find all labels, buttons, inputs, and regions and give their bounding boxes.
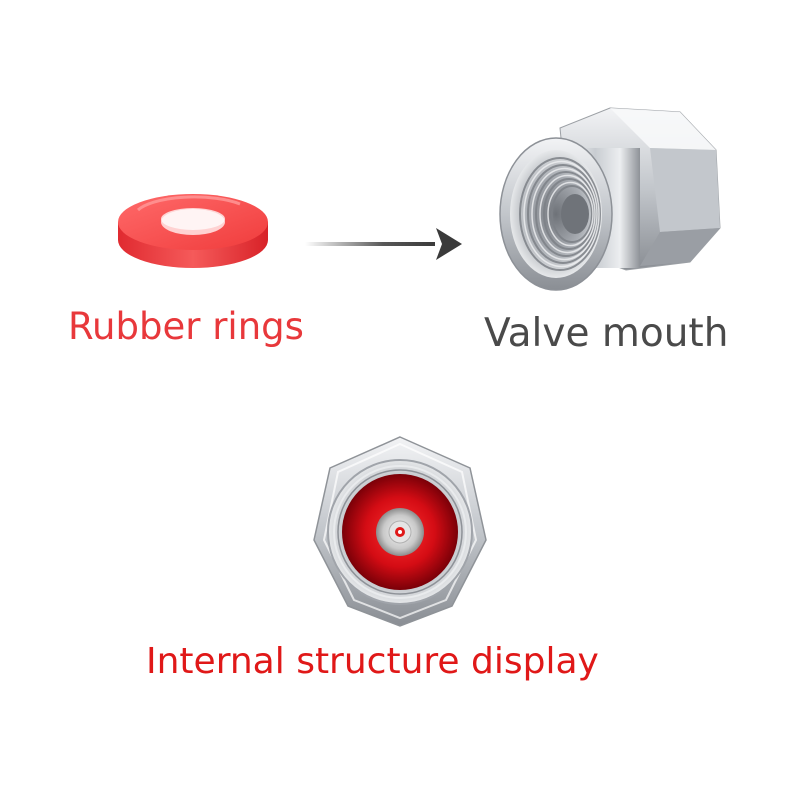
- valve-mouth-image: [499, 107, 721, 291]
- internal-structure-image: [313, 436, 487, 627]
- rubber-ring-image: [118, 194, 268, 268]
- rubber-rings-label: Rubber rings: [68, 305, 304, 348]
- arrow-right-icon: [305, 228, 462, 260]
- valve-mouth-label: Valve mouth: [484, 311, 729, 356]
- internal-structure-label: Internal structure display: [146, 641, 599, 682]
